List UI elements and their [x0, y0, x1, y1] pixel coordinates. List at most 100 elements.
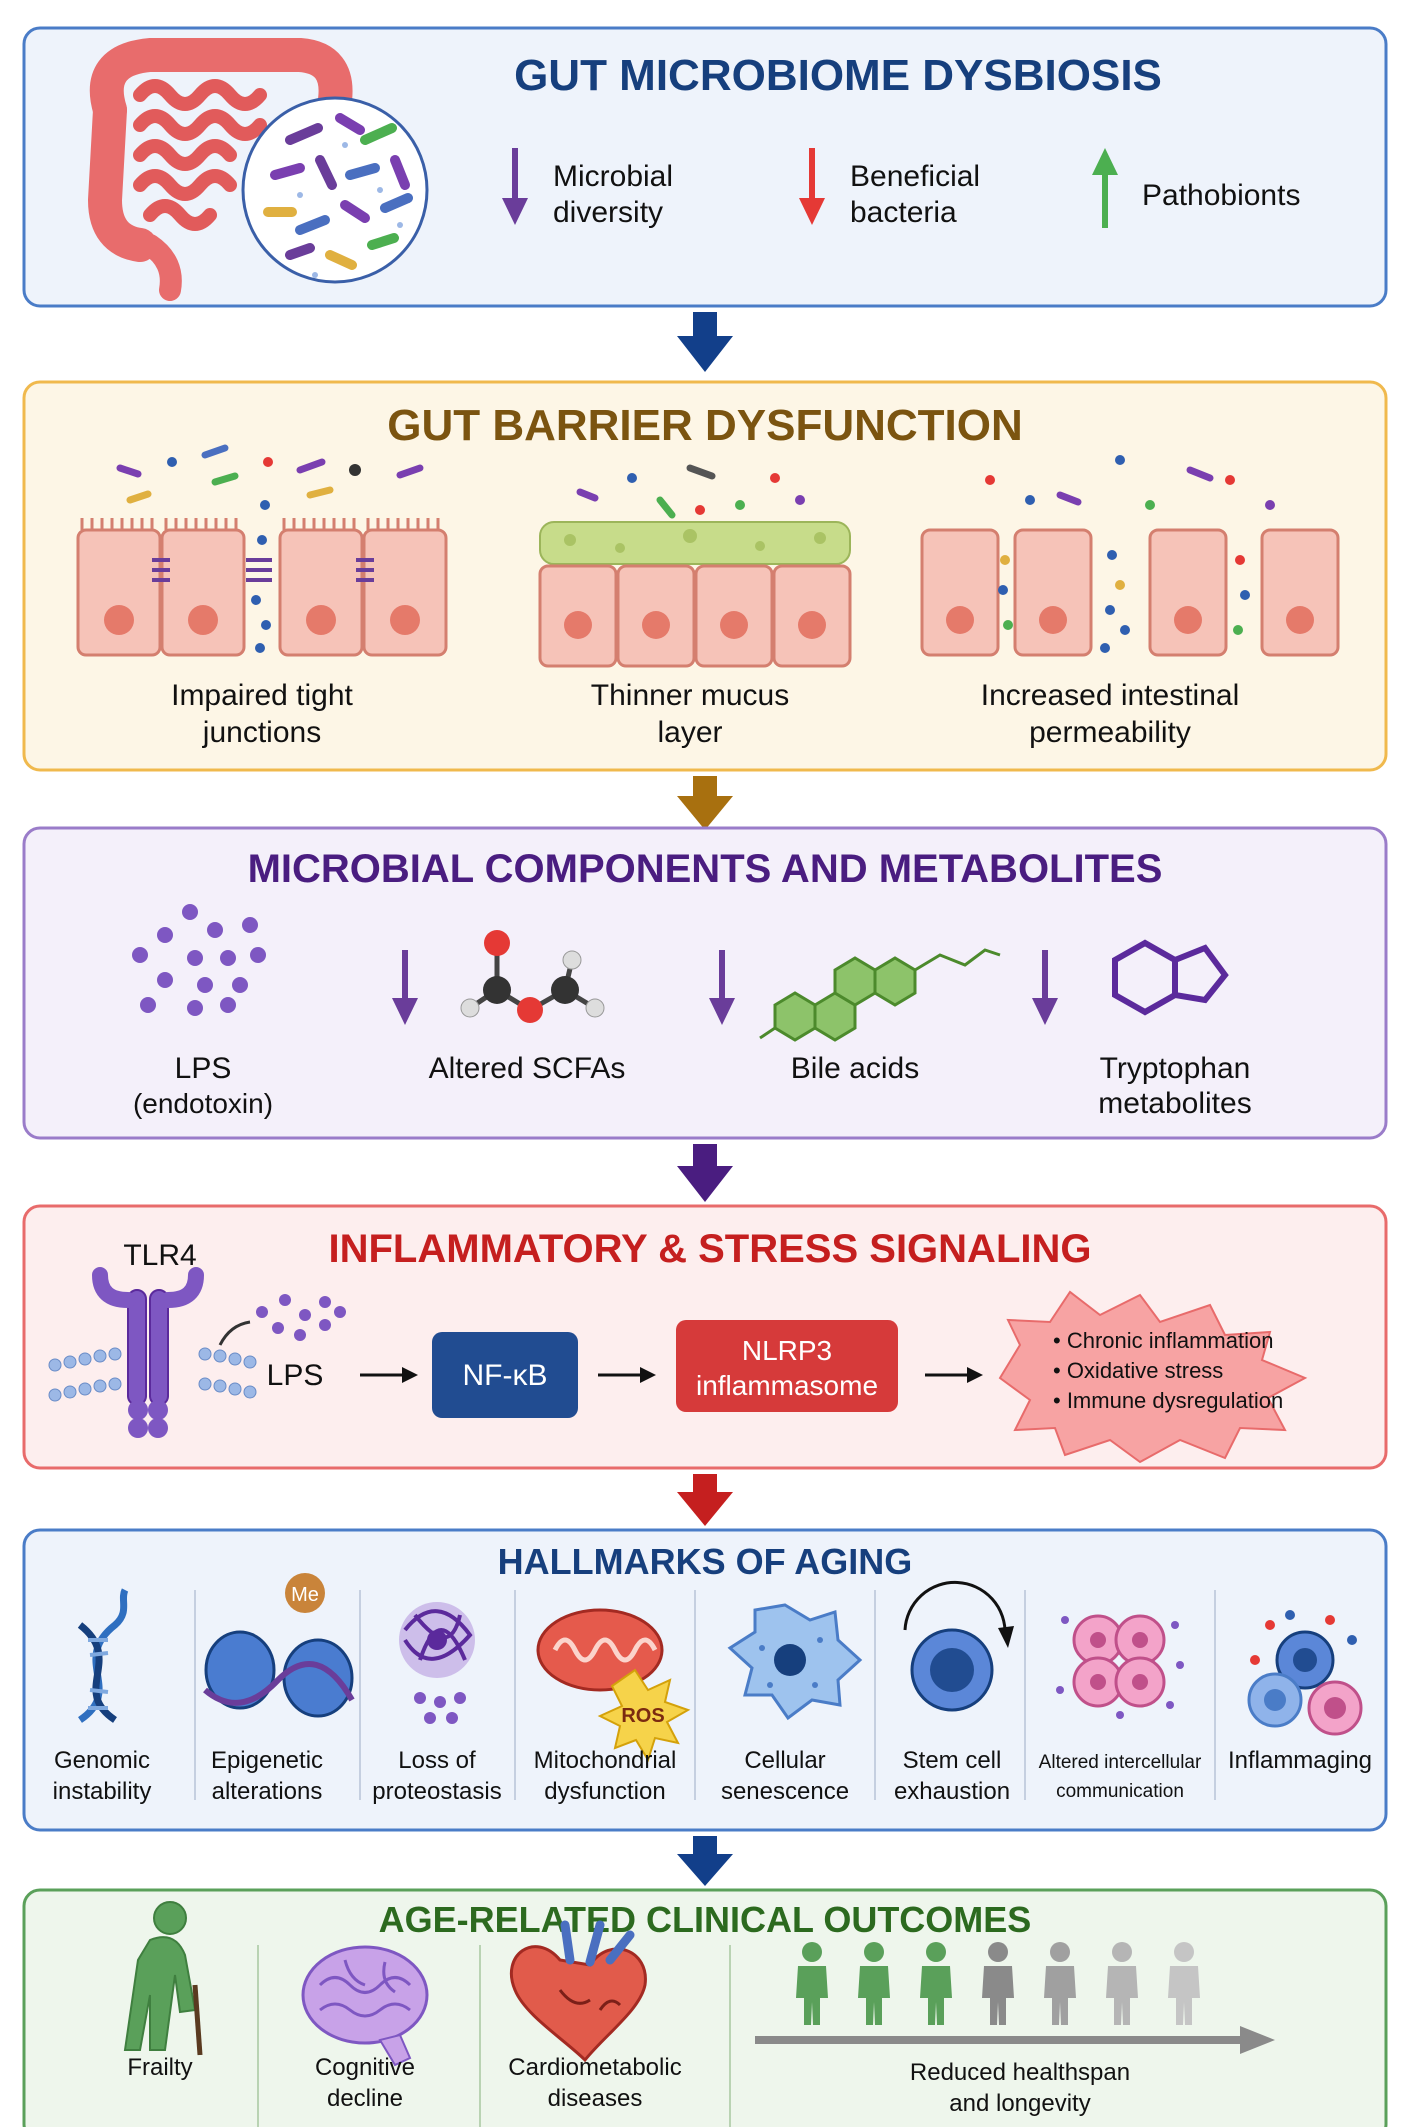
- lps-molecules-icon: [132, 904, 266, 1016]
- tlr4-label: TLR4: [123, 1239, 196, 1272]
- hallmarks-panel-box: [22, 1528, 1388, 1832]
- outcome-label: Cardiometabolic: [508, 2054, 681, 2081]
- stress-burst-icon: [998, 1290, 1308, 1464]
- person-figure: [920, 1942, 952, 2025]
- person-figure: [858, 1942, 890, 2025]
- outcome-chronic-inflammation: • Chronic inflammation: [1053, 1328, 1273, 1353]
- cell-cluster-icon: [1056, 1614, 1184, 1719]
- metabolites-title: MICROBIAL COMPONENTS AND METABOLITES: [248, 847, 1163, 891]
- brain-icon: [301, 1945, 429, 2067]
- item-label: Beneficial: [850, 160, 980, 193]
- connector-arrow-1: [677, 312, 733, 372]
- signaling-panel: INFLAMMATORY & STRESS SIGNALING TLR4 LPS…: [22, 1204, 1388, 1470]
- tryptophan-molecule-icon: [1112, 939, 1229, 1016]
- nfkb-node: [432, 1332, 578, 1418]
- barrier-panel: GUT BARRIER DYSFUNCTION: [22, 380, 1388, 772]
- ros-badge: ROS: [621, 1705, 664, 1727]
- tlr4-receptor-icon: [48, 1267, 257, 1438]
- barrier-label: Increased intestinal: [981, 679, 1240, 712]
- senescent-cell-icon: [727, 1603, 863, 1721]
- arrow-right-icon: [598, 1367, 656, 1383]
- bile-acid-molecule-icon: [759, 948, 1001, 1042]
- tight-junction-icon: [76, 444, 448, 657]
- barrier-label: layer: [657, 716, 722, 749]
- hallmarks-title: HALLMARKS OF AGING: [498, 1541, 913, 1582]
- outcomes-panel: AGE-RELATED CLINICAL OUTCOMES Frailty Co…: [22, 1888, 1388, 2127]
- hallmark-label: Loss of: [398, 1747, 476, 1774]
- stem-cell-icon: [903, 1580, 1014, 1712]
- arrow-down-icon: [709, 950, 735, 1025]
- hallmark-label: Cellular: [744, 1747, 825, 1774]
- hallmark-label: Stem cell: [903, 1747, 1002, 1774]
- nlrp3-node: [676, 1320, 898, 1412]
- item-pathobionts: Pathobionts: [1092, 148, 1300, 228]
- hallmark-label: exhaustion: [894, 1778, 1010, 1805]
- person-figure: [982, 1942, 1014, 2025]
- heart-icon: [509, 1920, 647, 2063]
- hallmark-label: proteostasis: [372, 1778, 501, 1805]
- arrow-down-icon: [502, 198, 528, 225]
- arrow-right-icon: [925, 1367, 983, 1383]
- dysbiosis-title: GUT MICROBIOME DYSBIOSIS: [514, 51, 1162, 100]
- hallmarks-panel: HALLMARKS OF AGING Genomic instability M…: [22, 1528, 1388, 1832]
- arrow-up-icon: [1092, 148, 1118, 175]
- metabolites-panel: MICROBIAL COMPONENTS AND METABOLITES LPS…: [22, 826, 1388, 1140]
- outcome-label: diseases: [548, 2085, 643, 2112]
- metabolite-label: Tryptophan: [1100, 1052, 1251, 1085]
- hallmark-label: alterations: [212, 1778, 323, 1805]
- elderly-person-icon: [123, 1901, 203, 2056]
- ros-burst-icon: [597, 1668, 691, 1763]
- lps-label: LPS: [267, 1359, 324, 1392]
- metabolite-label: Altered SCFAs: [429, 1052, 626, 1085]
- item-label: bacteria: [850, 196, 957, 229]
- scfa-molecule-icon: [460, 930, 605, 1023]
- mitochondrion-icon: [536, 1608, 664, 1692]
- metabolite-label: metabolites: [1098, 1087, 1251, 1120]
- connector-arrow-4: [677, 1474, 733, 1526]
- metabolite-label: LPS: [175, 1052, 232, 1085]
- connector-arrow-3: [677, 1144, 733, 1202]
- decline-arrow-icon: [755, 2026, 1275, 2054]
- item-microbial-diversity: Microbial diversity: [502, 148, 673, 229]
- nfkb-label: NF-κB: [463, 1359, 548, 1392]
- permeability-icon: [920, 455, 1340, 657]
- barrier-label: permeability: [1029, 716, 1191, 749]
- outcome-label: and longevity: [949, 2090, 1090, 2117]
- hallmark-label: senescence: [721, 1778, 849, 1805]
- signaling-title: INFLAMMATORY & STRESS SIGNALING: [329, 1227, 1092, 1271]
- bacteria-magnifier-icon: [241, 96, 429, 284]
- outcome-label: Reduced healthspan: [910, 2059, 1130, 2086]
- barrier-label: Impaired tight: [171, 679, 353, 712]
- lps-ligand-icon: [218, 1294, 346, 1346]
- connector-arrow-2: [677, 776, 733, 830]
- metabolite-label: Bile acids: [791, 1052, 919, 1085]
- barrier-title: GUT BARRIER DYSFUNCTION: [387, 401, 1023, 450]
- connector-arrow-5: [677, 1836, 733, 1886]
- metabolite-label: (endotoxin): [133, 1088, 273, 1119]
- hallmark-label: Epigenetic: [211, 1747, 323, 1774]
- item-label: Microbial: [553, 160, 673, 193]
- hallmark-label: Genomic: [54, 1747, 150, 1774]
- dysbiosis-panel: GUT MICROBIOME DYSBIOSIS Microbial diver…: [22, 26, 1388, 308]
- person-figure: [1168, 1942, 1200, 2025]
- outcome-label: Cognitive: [315, 2054, 415, 2081]
- hallmark-label: communication: [1056, 1781, 1184, 1802]
- barrier-label: junctions: [202, 716, 321, 749]
- arrow-down-icon: [1032, 950, 1058, 1025]
- arrow-down-icon: [392, 950, 418, 1025]
- barrier-label: Thinner mucus: [591, 679, 789, 712]
- outcome-label: decline: [327, 2085, 403, 2112]
- me-badge: Me: [291, 1584, 319, 1606]
- healthspan-people-icon: [796, 1942, 1200, 2025]
- item-label: diversity: [553, 196, 663, 229]
- outcomes-title: AGE-RELATED CLINICAL OUTCOMES: [379, 1899, 1032, 1940]
- hallmark-label: Inflammaging: [1228, 1747, 1372, 1774]
- mucus-layer-icon: [538, 464, 852, 668]
- person-figure: [796, 1942, 828, 2025]
- hallmark-label: instability: [53, 1778, 152, 1805]
- item-label: Pathobionts: [1142, 179, 1300, 212]
- person-figure: [1044, 1942, 1076, 2025]
- hallmark-label: dysfunction: [544, 1778, 665, 1805]
- hallmark-label: Altered intercellular: [1039, 1752, 1202, 1773]
- inflammasome-label: inflammasome: [696, 1370, 878, 1401]
